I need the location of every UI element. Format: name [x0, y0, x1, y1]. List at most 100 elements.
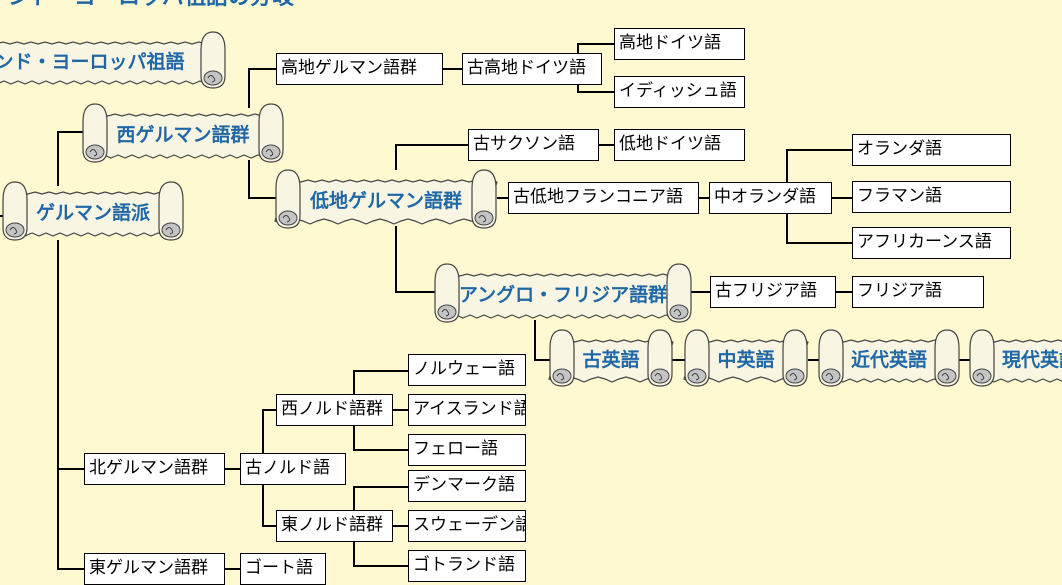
scroll-germanic: ゲルマン語派	[2, 180, 184, 242]
node-flemish: フラマン語	[852, 181, 1011, 213]
node-yiddish: イディッシュ語	[614, 76, 745, 108]
node-afrikaans: アフリカーンス語	[852, 227, 1011, 259]
scroll-low-german-group: 低地ゲルマン語群	[274, 168, 498, 230]
node-faroese: フェロー語	[408, 434, 526, 466]
scroll-roll-end	[552, 368, 572, 384]
scroll-modern-english: 現代英語	[969, 328, 1062, 388]
scroll-roll-spiral	[265, 149, 274, 157]
node-north-germanic: 北ゲルマン語群	[84, 453, 225, 485]
scroll-shape	[434, 263, 692, 323]
scroll-shape	[82, 103, 284, 163]
scroll-middle-english: 中英語	[683, 328, 809, 388]
scroll-roll-end	[821, 368, 841, 384]
node-west-norse: 西ノルド語群	[276, 394, 393, 426]
scroll-shape	[969, 329, 1062, 387]
scroll-roll-spiral	[282, 215, 291, 223]
node-dutch: オランダ語	[852, 134, 1011, 166]
node-old-low-franconian: 古低地フランコニア語	[508, 182, 699, 214]
node-swedish: スウェーデン語	[408, 510, 526, 542]
connector	[395, 226, 436, 293]
node-low-german: 低地ドイツ語	[614, 129, 745, 161]
scroll-roll-end	[785, 368, 805, 384]
scroll-pie: インド・ヨーロッパ祖語	[0, 30, 226, 90]
node-gutnish: ゴトランド語	[408, 550, 526, 582]
connector	[786, 214, 852, 244]
scroll-roll-end	[687, 368, 707, 384]
scroll-shape	[0, 31, 226, 89]
scroll-label: 古英語	[582, 348, 640, 371]
scroll-label: 近代英語	[850, 348, 927, 371]
node-east-germanic: 東ゲルマン語群	[84, 553, 225, 585]
scroll-roll-spiral	[165, 227, 174, 235]
connector	[248, 160, 278, 199]
connector	[786, 149, 852, 182]
connector	[353, 370, 408, 394]
connector	[577, 43, 614, 54]
scroll-label: 低地ゲルマン語群	[309, 189, 462, 212]
scroll-roll-spiral	[673, 309, 682, 317]
scroll-roll-spiral	[89, 149, 98, 157]
scroll-label: 西ゲルマン語群	[116, 123, 250, 146]
page-title: インド・ヨーロッパ祖語の分岐	[0, 0, 294, 10]
scroll-shape	[2, 181, 184, 241]
node-icelandic: アイスランド語	[408, 394, 526, 426]
scroll-label: インド・ヨーロッパ祖語	[0, 50, 185, 73]
scroll-roll-end	[261, 144, 281, 160]
node-norwegian: ノルウェー語	[408, 354, 526, 386]
scroll-roll-spiral	[976, 373, 985, 381]
node-high-german: 高地ドイツ語	[614, 28, 745, 60]
connector	[395, 144, 468, 170]
scroll-roll-end	[650, 368, 670, 384]
node-east-norse: 東ノルド語群	[276, 510, 393, 542]
scroll-roll-end	[161, 222, 181, 238]
node-danish: デンマーク語	[408, 470, 526, 502]
scroll-roll-spiral	[941, 373, 950, 381]
scroll-roll-spiral	[654, 373, 663, 381]
node-frisian: フリジア語	[852, 276, 984, 308]
scroll-roll-spiral	[789, 373, 798, 381]
scroll-roll-end	[85, 144, 105, 160]
node-old-high-german: 古高地ドイツ語	[462, 53, 602, 85]
connector	[577, 84, 614, 93]
scroll-roll-spiral	[9, 227, 18, 235]
scroll-roll-end	[972, 368, 992, 384]
node-old-saxon: 古サクソン語	[468, 129, 599, 161]
scroll-west-germanic: 西ゲルマン語群	[82, 102, 284, 164]
scroll-roll-spiral	[207, 75, 216, 83]
scroll-roll-end	[669, 304, 689, 320]
scroll-roll-end	[937, 368, 957, 384]
scroll-early-modern-english: 近代英語	[818, 328, 960, 388]
connector	[57, 240, 84, 570]
scroll-shape	[818, 329, 960, 387]
scroll-shape	[274, 169, 498, 229]
scroll-label: 中英語	[717, 348, 775, 371]
scroll-roll-end	[5, 222, 25, 238]
connector	[248, 68, 276, 108]
connector	[353, 426, 408, 451]
connector	[353, 542, 408, 567]
scroll-roll-spiral	[556, 373, 565, 381]
scroll-roll-spiral	[441, 309, 450, 317]
scroll-label: アングロ・フリジア語群	[458, 283, 668, 306]
scroll-label: 現代英語	[1001, 348, 1062, 371]
scroll-roll-end	[437, 304, 457, 320]
connector	[262, 409, 276, 454]
scroll-old-english: 古英語	[548, 328, 674, 388]
scroll-label: ゲルマン語派	[35, 201, 150, 224]
scroll-shape	[683, 329, 809, 387]
scroll-roll-end	[474, 210, 494, 226]
connector	[262, 485, 276, 527]
node-middle-dutch: 中オランダ語	[709, 182, 832, 214]
node-high-germanic: 高地ゲルマン語群	[276, 53, 443, 85]
scroll-roll-spiral	[691, 373, 700, 381]
scroll-roll-spiral	[825, 373, 834, 381]
scroll-shape	[548, 329, 674, 387]
scroll-roll-end	[278, 210, 298, 226]
node-old-frisian: 古フリジア語	[710, 276, 836, 308]
connector	[353, 486, 408, 510]
scroll-anglo-frisian: アングロ・フリジア語群	[434, 262, 692, 324]
scroll-roll-spiral	[478, 215, 487, 223]
connector	[534, 320, 552, 361]
node-gothic: ゴート語	[240, 553, 326, 585]
